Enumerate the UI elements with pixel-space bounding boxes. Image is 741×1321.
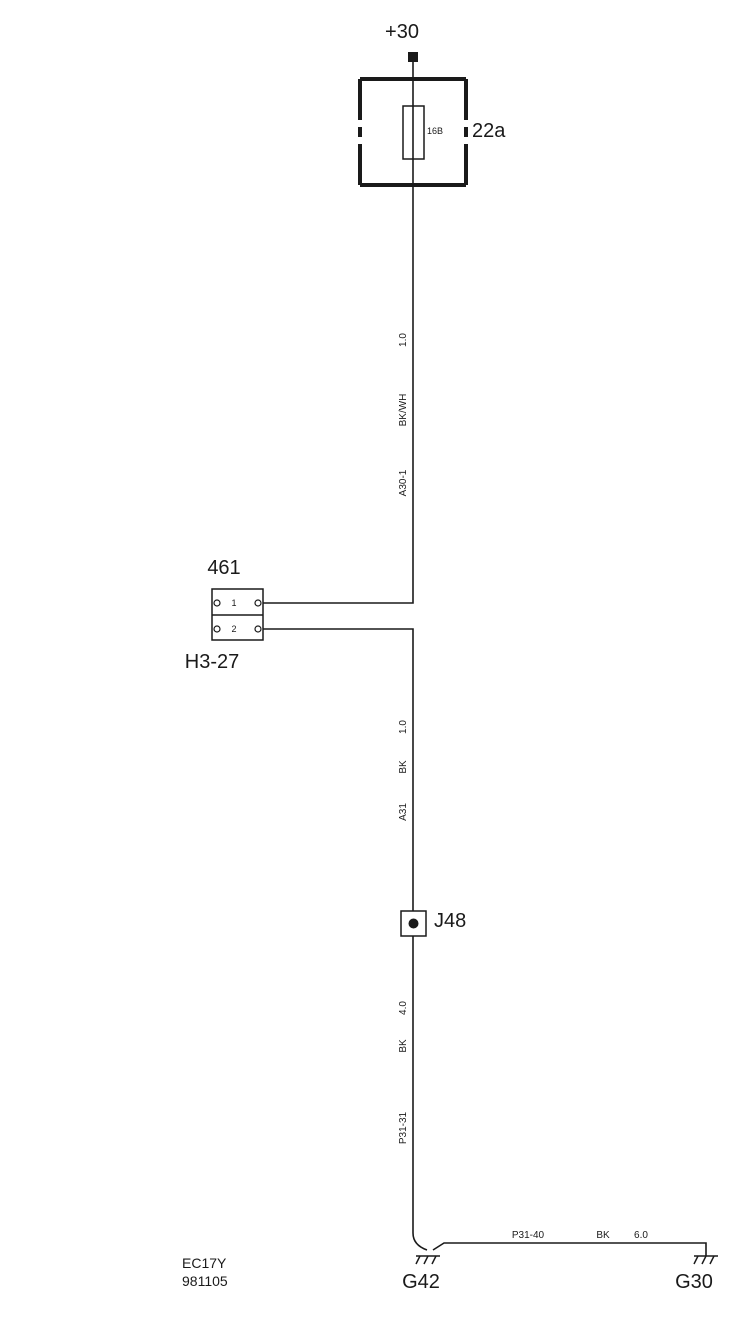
- wire4-color: BK: [596, 1230, 610, 1241]
- wire3-color: BK: [398, 1039, 409, 1053]
- fuse-rating: 16B: [427, 126, 443, 136]
- wire2-code: A31: [398, 803, 409, 821]
- pin2-left-contact: [213, 625, 221, 633]
- wire-p31-31: [412, 936, 428, 1251]
- wire2-color: BK: [398, 760, 409, 774]
- wire-a31: [263, 628, 414, 911]
- fuse-id: 22a: [472, 120, 506, 142]
- ground-g42-symbol: [415, 1255, 440, 1265]
- supply-terminal: [408, 52, 418, 62]
- ground-g30-symbol: [693, 1255, 718, 1265]
- wire1-color: BK/WH: [398, 394, 409, 427]
- wire4-size: 6.0: [634, 1230, 648, 1241]
- supply-label: +30: [385, 21, 419, 43]
- splice-dot: [408, 918, 419, 929]
- pin1-right-contact: [254, 599, 262, 607]
- connector-pin-1: 1: [231, 598, 236, 608]
- pin2-right-contact: [254, 625, 262, 633]
- wire-p31-40: [432, 1242, 707, 1256]
- connector-pin-2: 2: [231, 624, 236, 634]
- splice-id: J48: [434, 910, 466, 932]
- footer-code: EC17Y: [182, 1255, 227, 1271]
- wire3-size: 4.0: [398, 1001, 409, 1015]
- wire3-code: P31-31: [398, 1111, 409, 1144]
- connector-id: 461: [207, 557, 240, 579]
- connector-location: H3-27: [185, 651, 239, 673]
- wire2-size: 1.0: [398, 720, 409, 734]
- ground-g42-label: G42: [402, 1271, 440, 1293]
- ground-g30-label: G30: [675, 1271, 713, 1293]
- pin1-left-contact: [213, 599, 221, 607]
- wire-a30-1: [263, 62, 414, 604]
- footer-date: 981105: [182, 1273, 228, 1289]
- wire1-size: 1.0: [398, 333, 409, 347]
- wire4-code: P31-40: [512, 1230, 545, 1241]
- wire1-code: A30-1: [398, 469, 409, 496]
